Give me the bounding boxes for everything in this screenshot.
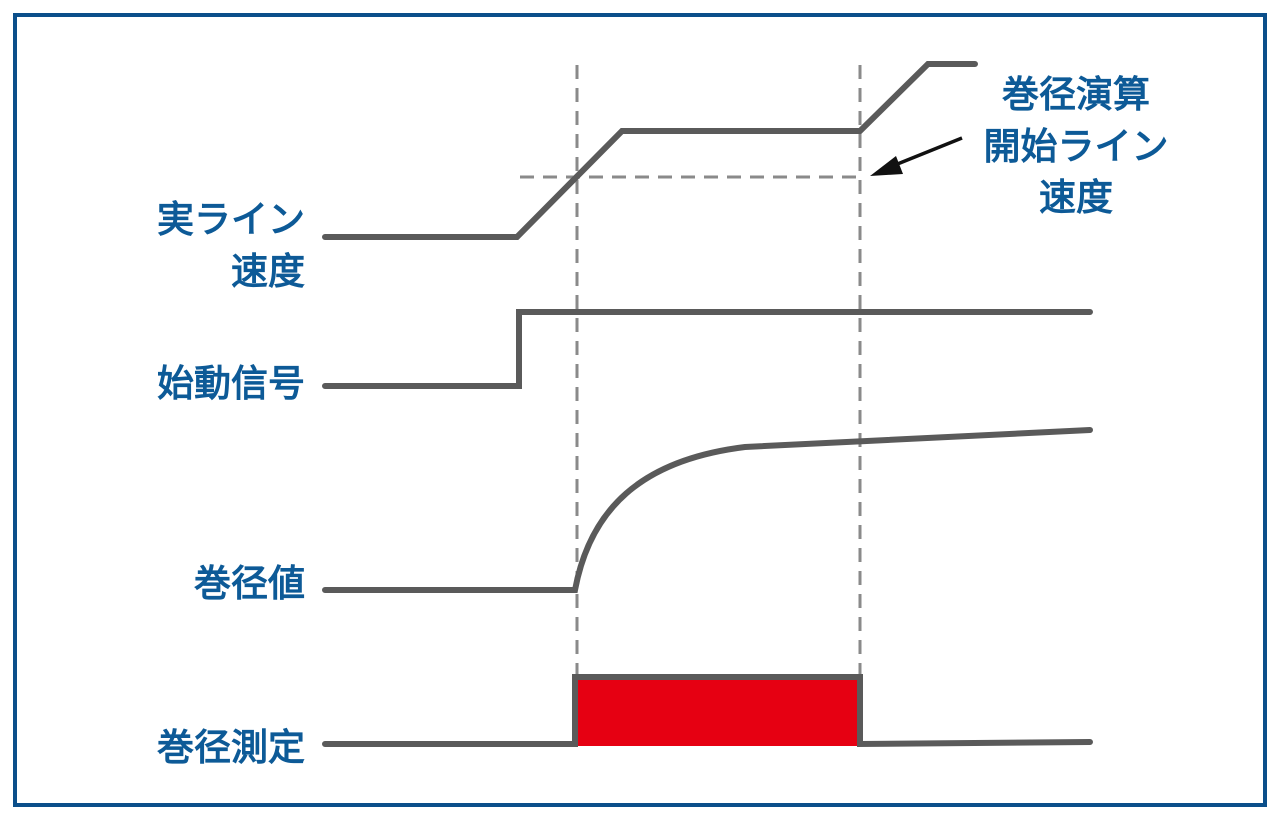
diameter-measurement-trace <box>322 674 1093 748</box>
measurement-active-fill <box>578 679 859 746</box>
diameter-value-label: 巻径値 <box>194 562 305 605</box>
annotation-line-1: 巻径演算 <box>1002 73 1150 116</box>
arrow-icon <box>870 136 963 176</box>
diagram-frame <box>13 13 1267 807</box>
annotation-line-2: 開始ライン <box>984 125 1169 168</box>
start-signal-label: 始動信号 <box>157 362 305 405</box>
line-speed-label-1: 実ライン <box>157 198 305 241</box>
annotation-line-3: 速度 <box>1039 176 1113 219</box>
diameter-value-trace <box>322 427 1093 593</box>
line-speed-trace <box>322 61 978 240</box>
start-signal-trace <box>322 309 1093 389</box>
diameter-measurement-label: 巻径測定 <box>157 726 305 769</box>
line-speed-label-2: 速度 <box>231 250 305 293</box>
